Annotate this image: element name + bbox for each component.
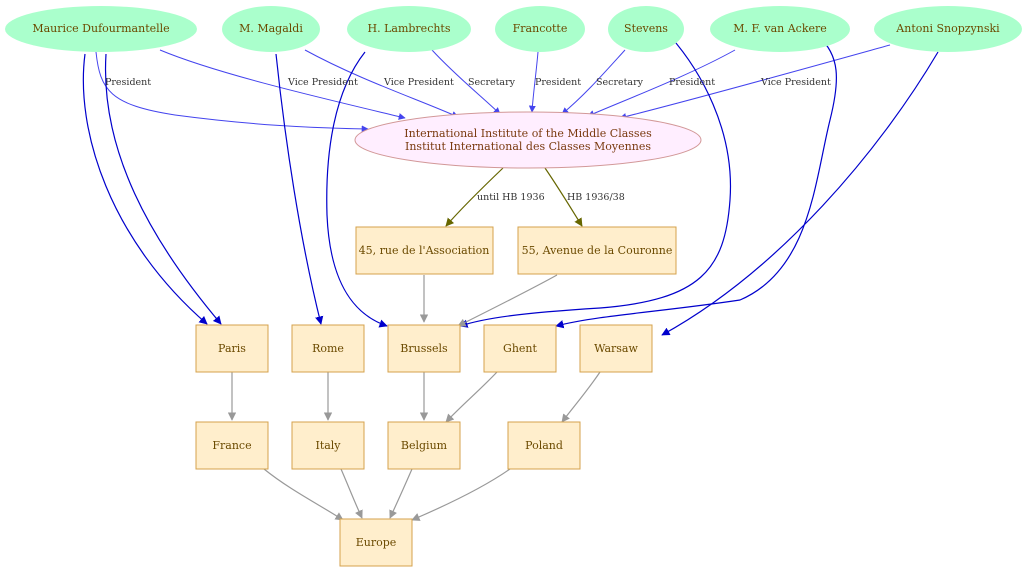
label-francotte-president: President bbox=[535, 77, 581, 88]
country-label: Poland bbox=[525, 439, 563, 452]
city-label: Brussels bbox=[400, 342, 448, 355]
person-node-lambrechts[interactable]: H. Lambrechts bbox=[347, 6, 471, 52]
country-label: Italy bbox=[315, 439, 341, 452]
person-city-edges bbox=[82, 35, 939, 336]
address-nodes: 45, rue de l'Association 55, Avenue de l… bbox=[355, 226, 677, 275]
person-node-francotte[interactable]: Francotte bbox=[495, 6, 585, 52]
label-dufourmantelle-president: President bbox=[105, 77, 151, 88]
address-node-association[interactable]: 45, rue de l'Association bbox=[355, 226, 494, 275]
edge-magaldi-rome bbox=[275, 53, 324, 325]
city-nodes: Paris Rome Brussels Ghent Warsaw bbox=[195, 324, 653, 373]
role-edges bbox=[95, 44, 891, 133]
country-label: Belgium bbox=[401, 439, 448, 452]
edge-lambrechts-brussels bbox=[326, 51, 388, 328]
person-node-magaldi[interactable]: M. Magaldi bbox=[222, 6, 320, 52]
label-lambrechts-vice-president: Vice President bbox=[383, 77, 454, 88]
label-lambrechts-secretary: Secretary bbox=[468, 77, 516, 88]
person-node-van-ackere[interactable]: M. F. van Ackere bbox=[710, 6, 850, 52]
edge-snopzynski-warsaw bbox=[661, 51, 939, 336]
person-node-stevens[interactable]: Stevens bbox=[608, 6, 684, 52]
edge-ghent-belgium bbox=[445, 371, 498, 423]
city-node-ghent[interactable]: Ghent bbox=[483, 324, 557, 373]
city-label: Warsaw bbox=[594, 342, 638, 355]
edge-dufourmantelle-institute-b bbox=[95, 51, 369, 133]
label-snopzynski-vice-president: Vice President bbox=[760, 77, 831, 88]
person-label: M. F. van Ackere bbox=[733, 22, 827, 35]
city-node-brussels[interactable]: Brussels bbox=[387, 324, 461, 373]
person-label: Antoni Snopzynski bbox=[895, 22, 1000, 35]
person-node-snopzynski[interactable]: Antoni Snopzynski bbox=[874, 6, 1022, 52]
edge-van-ackere-institute bbox=[587, 49, 736, 117]
edge-snopzynski-institute bbox=[619, 44, 891, 120]
city-label: Paris bbox=[218, 342, 246, 355]
country-node-italy[interactable]: Italy bbox=[291, 421, 365, 470]
label-hb-1936-38: HB 1936/38 bbox=[567, 192, 625, 203]
institute-name-french: Institut International des Classes Moyen… bbox=[405, 140, 651, 153]
label-stevens-secretary: Secretary bbox=[596, 77, 644, 88]
continent-label: Europe bbox=[356, 536, 397, 549]
label-van-ackere-president: President bbox=[669, 77, 715, 88]
city-node-rome[interactable]: Rome bbox=[291, 324, 365, 373]
city-label: Rome bbox=[312, 342, 344, 355]
edge-warsaw-poland bbox=[561, 371, 601, 423]
person-label: M. Magaldi bbox=[239, 22, 303, 35]
edge-labels: President Vice President Vice President … bbox=[105, 77, 831, 203]
address-node-couronne[interactable]: 55, Avenue de la Couronne bbox=[517, 226, 677, 275]
address-label: 55, Avenue de la Couronne bbox=[522, 244, 673, 257]
hierarchy-edges bbox=[227, 274, 601, 521]
edge-van-ackere-ghent bbox=[555, 35, 838, 329]
label-until-1936: until HB 1936 bbox=[477, 192, 545, 203]
institute-node[interactable]: International Institute of the Middle Cl… bbox=[354, 111, 702, 169]
continent-node-europe[interactable]: Europe bbox=[339, 518, 413, 567]
edge-francotte-institute bbox=[528, 51, 539, 113]
institute-name-english: International Institute of the Middle Cl… bbox=[404, 127, 652, 140]
country-nodes: France Italy Belgium Poland bbox=[195, 421, 581, 470]
person-node-dufourmantelle[interactable]: Maurice Dufourmantelle bbox=[5, 6, 197, 52]
city-node-warsaw[interactable]: Warsaw bbox=[579, 324, 653, 373]
city-node-paris[interactable]: Paris bbox=[195, 324, 269, 373]
person-label: Stevens bbox=[624, 22, 668, 35]
edge-dufourmantelle-paris-b bbox=[104, 53, 222, 325]
edge-dufourmantelle-paris-a bbox=[82, 53, 208, 325]
edge-dufourmantelle-institute-a bbox=[159, 49, 406, 120]
edge-belgium-europe bbox=[389, 468, 413, 519]
edge-magaldi-institute bbox=[304, 49, 459, 118]
edge-france-europe bbox=[263, 468, 344, 521]
edge-stevens-brussels bbox=[459, 35, 732, 328]
edge-lambrechts-institute bbox=[431, 49, 501, 115]
edge-institute-couronne bbox=[544, 167, 583, 227]
country-node-belgium[interactable]: Belgium bbox=[387, 421, 461, 470]
edge-italy-europe bbox=[340, 468, 363, 519]
edge-couronne-brussels bbox=[457, 274, 558, 327]
person-label: H. Lambrechts bbox=[368, 22, 451, 35]
person-label: Francotte bbox=[513, 22, 568, 35]
edge-stevens-institute bbox=[561, 49, 626, 115]
person-nodes: Maurice Dufourmantelle M. Magaldi H. Lam… bbox=[5, 6, 1022, 52]
city-label: Ghent bbox=[503, 342, 537, 355]
country-node-poland[interactable]: Poland bbox=[507, 421, 581, 470]
address-label: 45, rue de l'Association bbox=[359, 244, 490, 257]
address-edges bbox=[445, 167, 583, 227]
edge-institute-association bbox=[445, 167, 504, 227]
edge-poland-europe bbox=[411, 468, 511, 521]
country-node-france[interactable]: France bbox=[195, 421, 269, 470]
country-label: France bbox=[212, 439, 251, 452]
label-magaldi-vice-president: Vice President bbox=[287, 77, 358, 88]
person-label: Maurice Dufourmantelle bbox=[32, 22, 169, 35]
